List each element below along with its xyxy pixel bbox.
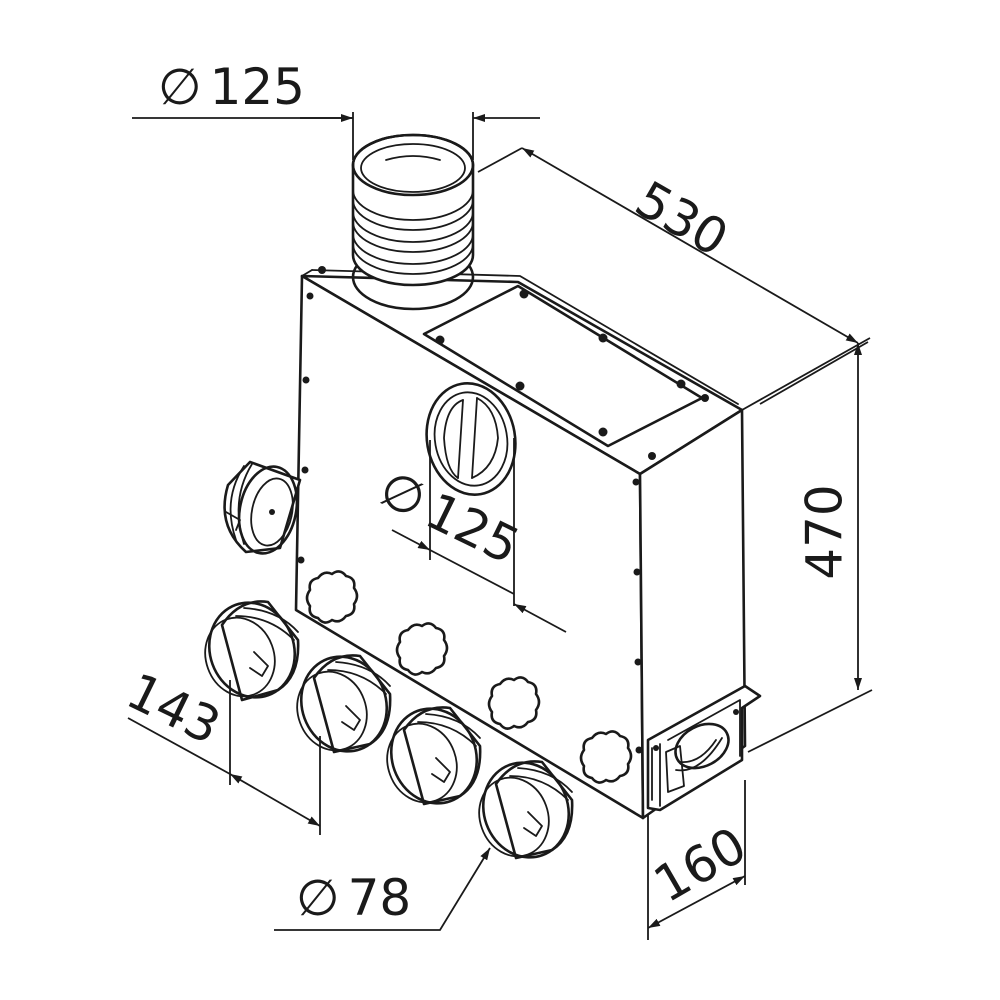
spigot-1 — [204, 600, 300, 702]
spigot-3 — [386, 706, 482, 806]
dim-label-spacing: 143 — [118, 662, 229, 756]
dim-label-length: 530 — [626, 170, 738, 268]
dim-label-top-outlet-diameter: ∅125 — [158, 58, 305, 116]
top-outlet-spigot — [351, 133, 475, 287]
knockout-4 — [579, 730, 633, 784]
knockout-3 — [487, 676, 541, 730]
front-inlet — [425, 382, 517, 496]
diameter-symbol: ∅ — [296, 869, 340, 927]
dim-label-height: 470 — [796, 484, 854, 579]
spigot-2 — [296, 654, 392, 754]
dimension-lines — [127, 112, 873, 940]
mounting-bracket — [646, 684, 762, 812]
bottom-spigots — [204, 600, 574, 860]
knockout-2 — [395, 622, 449, 676]
spigot-4 — [478, 760, 574, 860]
left-side-spigot — [223, 460, 302, 555]
diameter-symbol: ∅ — [158, 58, 202, 116]
knockout-1 — [305, 570, 359, 624]
dim-label-spigot-diameter: ∅78 — [296, 869, 411, 927]
knockouts — [305, 570, 633, 784]
